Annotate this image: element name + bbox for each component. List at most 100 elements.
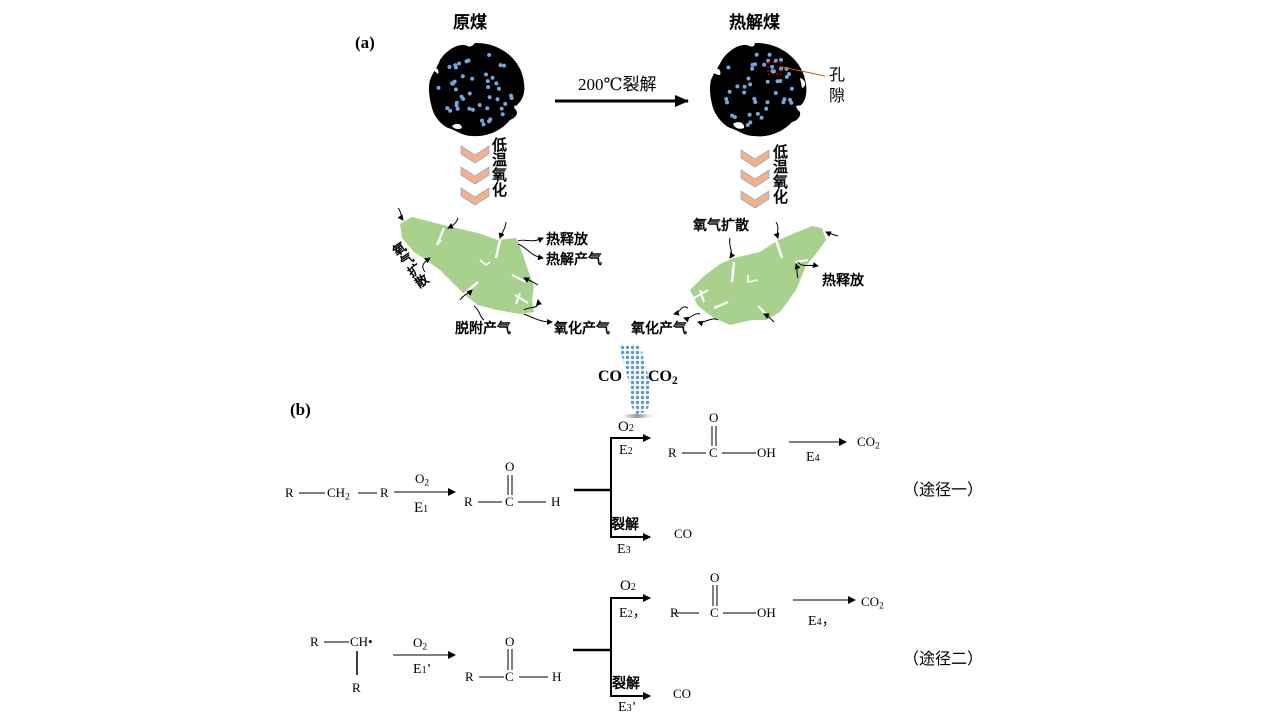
pore-dot [724,97,729,101]
prime-mark: ， [632,606,647,621]
pore-dot [467,106,472,111]
aldehyde-o: O [505,634,515,649]
aldehyde-h: H [551,494,561,509]
energy-sub: 4 [814,453,820,464]
pore-dot [773,91,778,95]
pore-label: 孔 隙 [829,65,846,105]
energy-text: E [618,700,627,715]
energy-text: E [413,662,422,677]
pore-highlight-box [767,61,782,75]
pathway-1-name: （途径一） [903,480,984,499]
pore-dot [455,106,460,111]
energy-text: E [619,606,628,621]
pore-dot [779,57,783,62]
step4-energy: E4 [806,450,820,466]
pore-dots [724,52,794,127]
branch-up-reagent: O2 [620,578,636,595]
final-co2: CO2 [861,594,884,611]
pore-dot [759,115,764,120]
prime-mark: ’ [426,662,432,677]
step1-reagent: O2 [413,635,427,652]
pore-dot [747,112,752,117]
pore-dot [725,100,729,105]
acid-r: R [670,605,679,620]
step4-energy: E4， [808,610,836,630]
pathway-1-bonds [299,426,847,541]
coal-particle-left [397,207,553,325]
pore-dot [467,91,472,96]
step1-energy: E1 [414,500,428,517]
pore-dot [778,79,783,83]
energy-text: E [808,614,817,629]
pyrolysis-condition-label: 200℃裂解 [578,75,657,94]
branch-up-energy: E2 [619,443,633,459]
energy-sub: 1 [423,504,429,515]
oxidation-gas-label-left: 氧化产气 [554,321,610,337]
prime-mark: ， [821,614,836,629]
product-flow-arrow [618,344,653,418]
reactant-ch2: CH2 [327,485,350,502]
energy-sub: 3 [626,703,632,714]
pore-dot [485,79,490,84]
ch-text: CH [327,485,346,500]
branch-down-energy: E3’ [618,700,636,716]
product-co: CO [598,368,622,385]
pore-dot [784,74,789,79]
reagent-text: O [413,635,423,650]
coal-particle-right [673,221,839,327]
pore-dot [487,95,492,100]
pore-dot [503,101,508,106]
branch-down-label: 裂解 [611,517,639,533]
acid-c: C [709,445,718,460]
reagent-text: O [415,471,425,486]
pore-dot [752,96,757,101]
pore-dot [782,97,787,102]
prime-mark: ’ [631,700,637,715]
co2-text: CO [861,594,880,609]
pore-dot [750,66,755,71]
pore-dot [735,84,740,89]
pore-dot [789,86,794,91]
reagent-text: O [620,578,631,594]
pore-dot [498,63,503,68]
raw-coal-title: 原煤 [453,13,487,33]
heat-release-label-right: 热释放 [822,273,864,289]
pore-dot [495,97,500,102]
pore-dot [486,85,491,89]
energy-sub: 1 [421,665,427,676]
pore-dot [480,118,484,123]
pore-dot [453,87,458,92]
step1-reagent: O2 [415,471,429,488]
final-co: CO [674,526,693,541]
reagent-text: O [618,419,629,435]
pore-dot [436,85,441,90]
pore-dot [448,108,453,113]
pore-dot [490,75,495,80]
panel-a-label: (a) [355,33,375,52]
pore-dot [742,90,747,95]
aldehyde-o: O [505,459,515,474]
pore-dot [500,112,505,117]
pore-dot [485,106,490,111]
pore-dot [781,100,786,105]
pore-dot [764,106,769,111]
pore-dot [481,122,486,127]
pore-dot [499,106,504,111]
reactant-ch-radical: CH• [350,634,373,649]
pathway-2-name: （途径二） [903,649,984,668]
pore-dot [488,117,493,122]
energy-text: E [806,450,815,465]
pyrolyzed-coal-particle [709,42,826,137]
energy-sub: 4 [816,617,822,628]
desorption-gas-label: 脱附产气 [455,321,511,337]
pore-dot [746,76,751,81]
aldehyde-r: R [465,669,474,684]
acid-o: O [709,410,719,425]
energy-text: E [617,542,626,557]
reactant-r2: R [380,485,389,500]
pyrolysis-gas-label: 热解产气 [546,252,602,268]
reagent-sub: 2 [424,478,430,489]
pore-dot [788,97,792,102]
pore-dot [762,62,767,67]
final-co: CO [673,686,692,701]
